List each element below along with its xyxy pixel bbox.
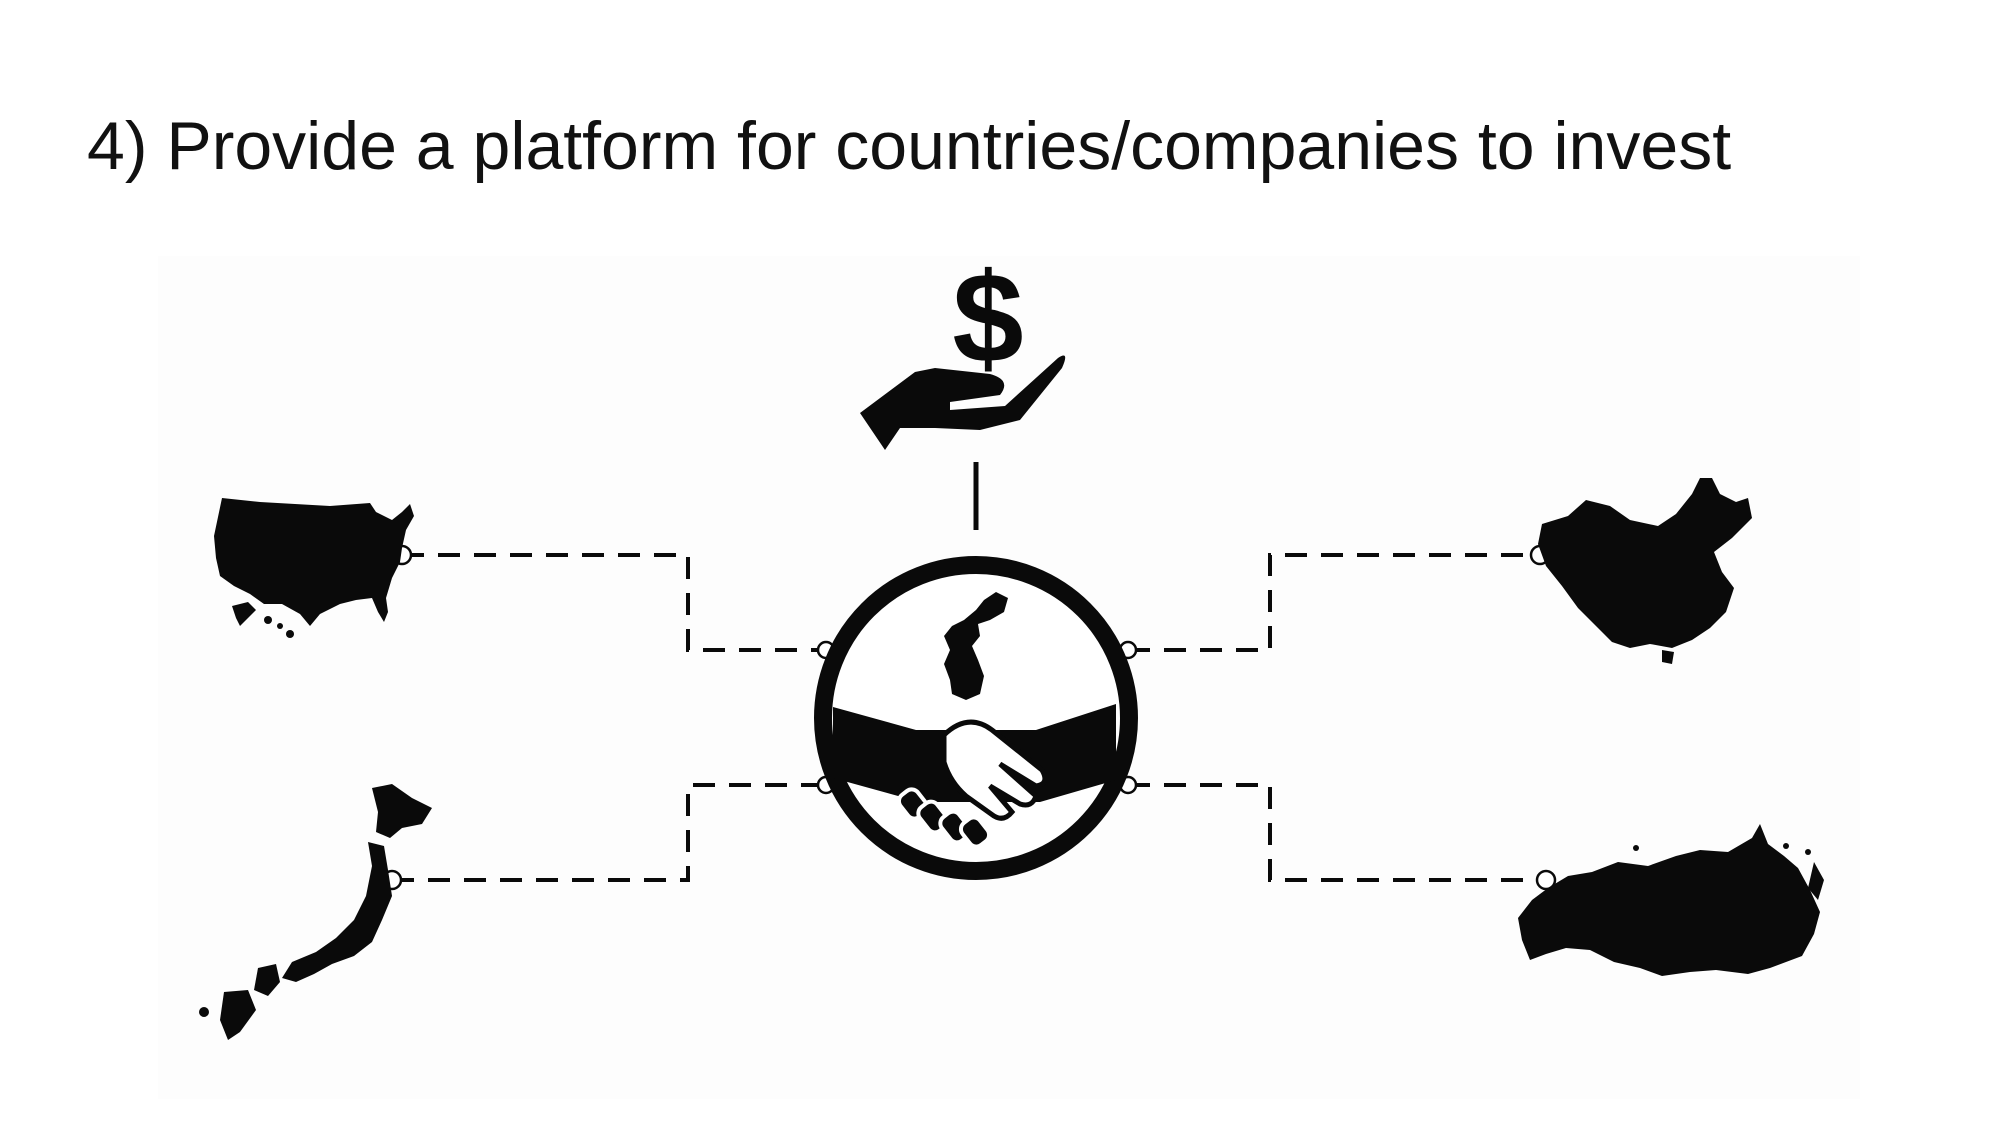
dollar-sign: $ (952, 247, 1023, 390)
connector-usa (402, 553, 824, 652)
hand-dollar-icon: $ (860, 247, 1066, 450)
handshake-icon (814, 556, 1138, 880)
connector-endpoint (1535, 869, 1557, 891)
usa-map-icon (214, 498, 414, 638)
slide-title: 4) Provide a platform for countries/comp… (87, 108, 1732, 184)
japan-map-icon (199, 784, 432, 1040)
connector-russia (1128, 783, 1546, 882)
connector-china (1128, 553, 1540, 652)
russia-map-icon (1518, 824, 1824, 976)
connector-japan (392, 783, 824, 882)
china-map-icon (1538, 478, 1752, 664)
korea-peninsula-icon (944, 592, 1008, 700)
